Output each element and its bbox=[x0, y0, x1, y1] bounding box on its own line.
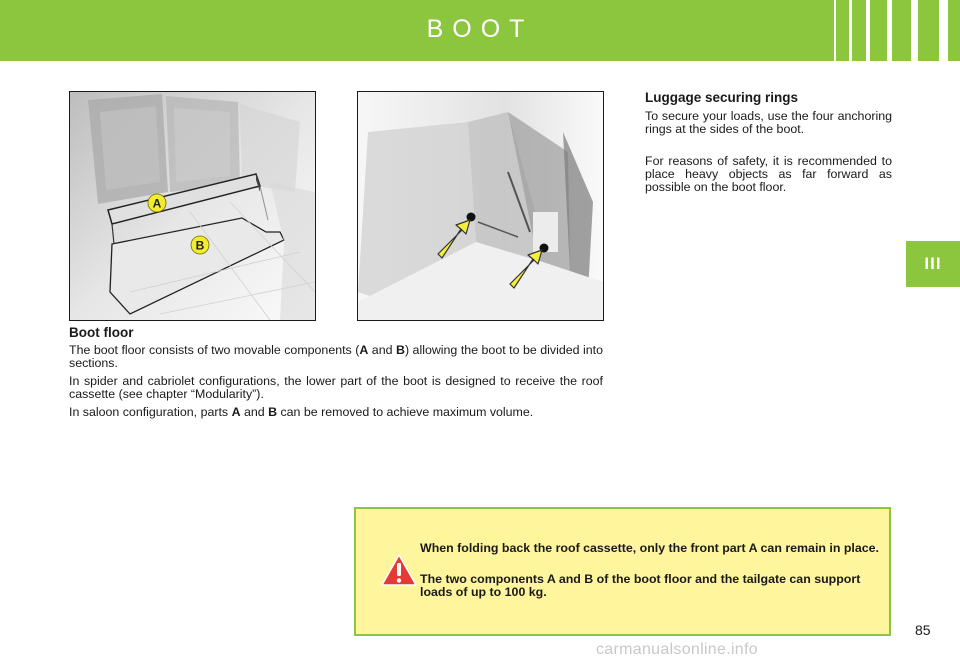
luggage-rings-paragraph-2: For reasons of safety, it is recommended… bbox=[645, 154, 892, 194]
safety-warning-box: When folding back the roof cassette, onl… bbox=[354, 507, 891, 636]
boot-floor-heading: Boot floor bbox=[69, 325, 134, 340]
label-b: B bbox=[196, 239, 205, 253]
watermark: carmanualsonline.info bbox=[596, 641, 758, 658]
page-number: 85 bbox=[915, 622, 931, 638]
boot-floor-paragraph-1: The boot floor consists of two movable c… bbox=[69, 343, 603, 370]
securing-rings-illustration bbox=[357, 91, 604, 321]
luggage-rings-paragraph-1: To secure your loads, use the four ancho… bbox=[645, 109, 892, 136]
boot-floor-paragraph-2: In spider and cabriolet configurations, … bbox=[69, 374, 603, 401]
luggage-rings-heading: Luggage securing rings bbox=[645, 90, 799, 105]
pointer-arrow-icon bbox=[509, 249, 543, 289]
pointer-arrow-icon bbox=[437, 219, 471, 259]
warning-triangle-icon bbox=[381, 554, 417, 586]
warning-text-2: The two components A and B of the boot f… bbox=[420, 572, 861, 599]
chapter-tab: III bbox=[906, 241, 960, 287]
boot-floor-illustration: A B bbox=[69, 91, 316, 321]
label-a: A bbox=[153, 197, 162, 211]
chapter-header: BOOT bbox=[0, 0, 960, 61]
warning-text-1: When folding back the roof cassette, onl… bbox=[420, 541, 879, 555]
boot-floor-paragraph-3: In saloon configuration, parts A and B c… bbox=[69, 405, 534, 419]
page-title: BOOT bbox=[426, 15, 534, 43]
